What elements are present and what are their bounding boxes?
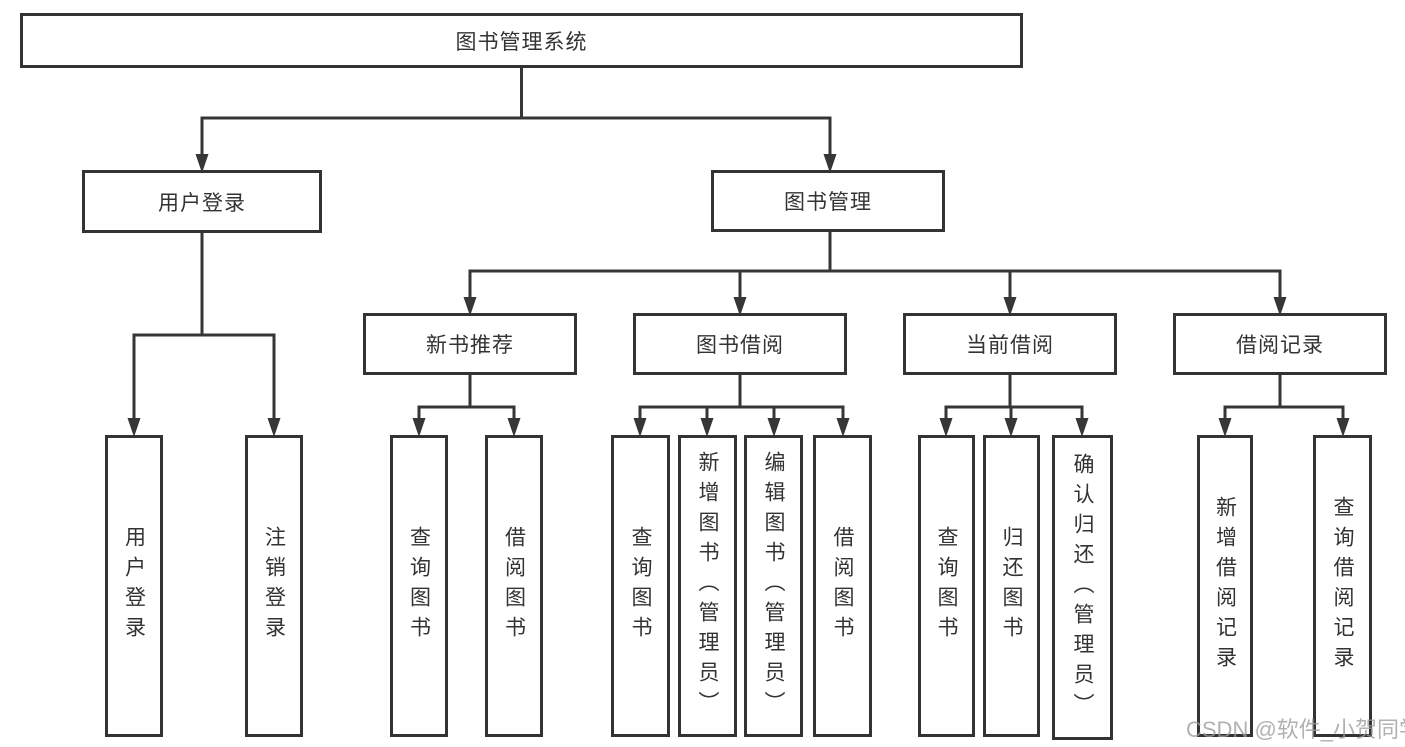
arrowhead bbox=[1336, 418, 1350, 437]
arrowhead bbox=[1075, 418, 1089, 437]
arrowhead bbox=[195, 154, 209, 173]
arrowhead bbox=[507, 418, 521, 437]
node-label: 新增借阅记录 bbox=[1213, 496, 1237, 676]
node-label: 注销登录 bbox=[262, 526, 286, 646]
node-label: 当前借阅 bbox=[966, 334, 1054, 357]
node-leaf-current-confirm-return-admin: 确认归还（管理员） bbox=[1052, 435, 1113, 740]
connector-record-to-leaves bbox=[1218, 371, 1350, 437]
node-leaf-record-query-borrow-record: 查询借阅记录 bbox=[1313, 435, 1372, 737]
connector-borrow-to-leaves bbox=[633, 371, 850, 437]
arrowhead bbox=[939, 418, 953, 437]
node-leaf-record-add-borrow-record: 新增借阅记录 bbox=[1197, 435, 1253, 737]
node-label: 借阅图书 bbox=[831, 526, 854, 646]
arrowhead bbox=[1004, 418, 1018, 437]
arrowhead bbox=[267, 418, 281, 437]
node-branch-user-login: 用户登录 bbox=[82, 170, 322, 233]
arrowhead bbox=[733, 297, 747, 316]
arrowhead bbox=[836, 418, 850, 437]
node-label: 用户登录 bbox=[158, 191, 246, 215]
node-module-new-book-recommend: 新书推荐 bbox=[363, 313, 577, 375]
node-leaf-borrow-edit-books-admin: 编辑图书（管理员） bbox=[744, 435, 803, 737]
node-leaf-borrow-borrow-books: 借阅图书 bbox=[813, 435, 872, 737]
arrowhead bbox=[700, 418, 714, 437]
node-root-system: 图书管理系统 bbox=[20, 13, 1023, 68]
node-leaf-borrow-query-books: 查询图书 bbox=[611, 435, 670, 737]
arrowhead bbox=[412, 418, 426, 437]
node-label: 查询借阅记录 bbox=[1331, 496, 1354, 676]
arrowhead bbox=[767, 418, 781, 437]
node-leaf-newbook-query-books: 查询图书 bbox=[390, 435, 448, 737]
node-leaf-newbook-borrow-books: 借阅图书 bbox=[485, 435, 543, 737]
arrowhead bbox=[633, 418, 647, 437]
node-module-book-borrow: 图书借阅 bbox=[633, 313, 847, 375]
node-module-borrow-record: 借阅记录 bbox=[1173, 313, 1387, 375]
arrowhead bbox=[1218, 418, 1232, 437]
node-leaf-borrow-add-books-admin: 新增图书（管理员） bbox=[678, 435, 737, 737]
node-label: 用户登录 bbox=[122, 526, 146, 646]
node-label: 确认归还（管理员） bbox=[1071, 452, 1094, 723]
csdn-watermark: CSDN @软件_小贺同学 bbox=[1186, 717, 1405, 742]
node-module-current-borrow: 当前借阅 bbox=[903, 313, 1117, 375]
connector-book-mgmt-to-level3 bbox=[463, 229, 1287, 316]
arrowhead bbox=[823, 154, 837, 173]
node-branch-book-management: 图书管理 bbox=[711, 170, 945, 232]
node-label: 编辑图书（管理员） bbox=[762, 451, 785, 721]
node-label: 查询图书 bbox=[935, 526, 958, 646]
node-label: 图书管理系统 bbox=[455, 30, 588, 54]
arrowhead bbox=[463, 297, 477, 316]
node-leaf-user-login: 用户登录 bbox=[105, 435, 163, 737]
node-label: 图书管理 bbox=[784, 191, 872, 214]
connector-newbook-to-leaves bbox=[412, 371, 521, 437]
arrowhead bbox=[1273, 297, 1287, 316]
arrowhead bbox=[1003, 297, 1017, 316]
node-label: 借阅记录 bbox=[1236, 334, 1324, 357]
arrowhead bbox=[127, 418, 141, 437]
node-label: 新增图书（管理员） bbox=[696, 451, 719, 721]
connector-root-to-level2 bbox=[195, 64, 837, 173]
node-label: 查询图书 bbox=[407, 526, 431, 646]
connector-user-login-to-leaves bbox=[127, 229, 281, 437]
node-label: 图书借阅 bbox=[696, 334, 784, 357]
node-leaf-current-return-books: 归还图书 bbox=[983, 435, 1040, 737]
node-label: 借阅图书 bbox=[502, 526, 526, 646]
node-leaf-current-query-books: 查询图书 bbox=[918, 435, 975, 737]
connector-current-to-leaves bbox=[939, 371, 1089, 437]
node-label: 查询图书 bbox=[629, 526, 652, 646]
node-leaf-logout: 注销登录 bbox=[245, 435, 303, 737]
node-label: 新书推荐 bbox=[426, 334, 514, 357]
node-label: 归还图书 bbox=[1000, 526, 1023, 646]
